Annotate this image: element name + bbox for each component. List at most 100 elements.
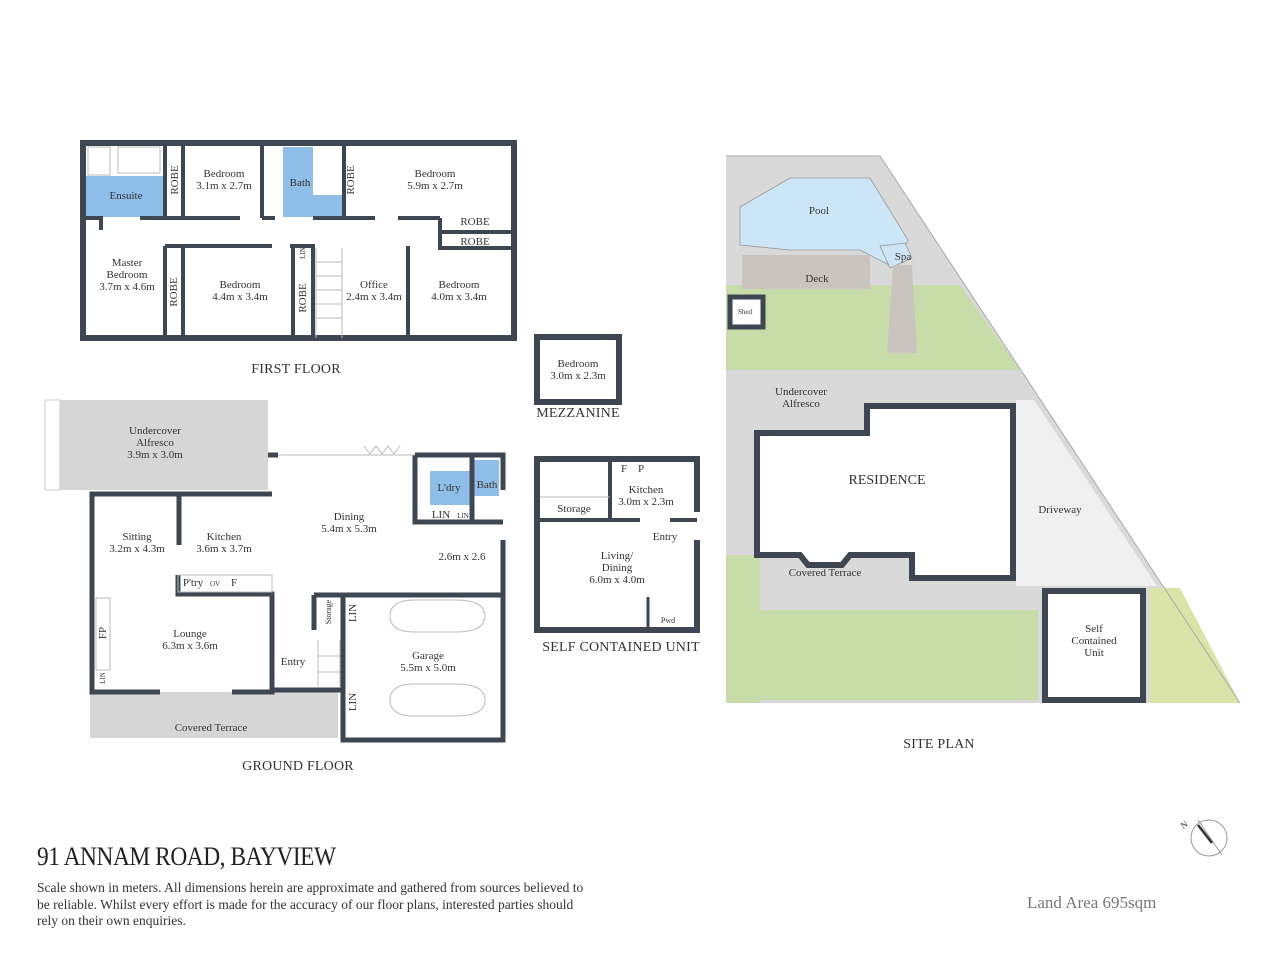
room-size: 4.4m x 3.4m <box>212 291 268 303</box>
room-size: 5.4m x 5.3m <box>321 523 377 535</box>
room-name: Dining <box>333 511 365 523</box>
room-robe: ROBE <box>460 216 489 228</box>
first-floor-label: FIRST FLOOR <box>251 362 341 377</box>
fireplace: FP <box>97 627 109 639</box>
room-ensuite: Ensuite <box>110 190 143 202</box>
room-robe: ROBE <box>460 236 489 248</box>
room-entry: Entry <box>281 656 305 668</box>
room-name: ROBE <box>345 165 357 195</box>
room-name: Storage <box>324 599 333 625</box>
room-bath: Bath <box>477 479 498 491</box>
room-name: Bedroom <box>203 168 245 180</box>
room-name: Living/ Dining <box>600 550 634 574</box>
oven: OV <box>210 578 220 590</box>
compass-north-label: N <box>1179 819 1190 831</box>
room-name: P'try <box>182 577 204 589</box>
room-size: 2.6m x 2.6 <box>438 551 486 563</box>
ground-floor-plan <box>44 399 506 743</box>
site-spa: Spa <box>894 251 912 263</box>
site-covered-terrace: Covered Terrace <box>788 567 862 579</box>
room-name: Sitting <box>122 531 152 543</box>
room-bath: Bath <box>290 177 311 189</box>
room-lin: LIN <box>457 510 469 522</box>
fridge: F <box>621 463 627 475</box>
room-size: 5.9m x 2.7m <box>407 180 463 192</box>
room-size: 2.4m x 3.4m <box>346 291 402 303</box>
site-undercover-alfresco: Undercover Alfresco <box>775 386 827 410</box>
site-shed: Shed <box>738 308 752 316</box>
room-name: Ensuite <box>109 190 143 202</box>
disclaimer-text: Scale shown in meters. All dimensions he… <box>37 880 584 928</box>
room-name: Kitchen <box>206 531 242 543</box>
room-lin: LIN <box>97 672 109 684</box>
room-name: Storage <box>557 503 591 515</box>
self-contained-unit-plan <box>534 456 700 633</box>
room-lin: LIN <box>432 509 450 521</box>
pantry: P <box>638 463 644 475</box>
room-name: Entry <box>652 531 678 543</box>
room-robe: ROBE <box>168 277 180 306</box>
site-driveway: Driveway <box>1038 504 1082 516</box>
mezzanine-label: MEZZANINE <box>536 406 620 421</box>
room-size: 6.0m x 4.0m <box>589 574 645 586</box>
room-name: Garage <box>412 650 444 662</box>
room-size: 3.2m x 4.3m <box>109 543 165 555</box>
fridge: F <box>231 577 237 589</box>
room-name: ROBE <box>460 216 490 228</box>
land-area: Land Area 695sqm <box>1027 893 1157 912</box>
room-name: Bedroom <box>219 279 261 291</box>
room-name: Kitchen <box>628 484 664 496</box>
room-size: 5.5m x 5.0m <box>400 662 456 674</box>
room-name: OV <box>209 580 221 588</box>
room-name: LIN <box>431 509 451 521</box>
room-lin: LIN <box>347 604 359 622</box>
room-name: Covered Terrace <box>174 722 248 734</box>
room-name: LIN <box>347 692 359 712</box>
mezzanine-plan <box>534 334 622 405</box>
room-storage: Storage <box>557 503 591 515</box>
room-name: Bath <box>476 479 498 491</box>
room-name: Bedroom <box>414 168 456 180</box>
room-size: 3.1m x 2.7m <box>196 180 252 192</box>
room-laundry: L'dry <box>437 482 460 494</box>
room-name: LIN <box>99 672 107 684</box>
room-name: Bedroom <box>557 358 599 370</box>
room-size: 4.0m x 3.4m <box>431 291 487 303</box>
room-name: FP <box>97 626 109 640</box>
ground-floor-label: GROUND FLOOR <box>242 759 354 774</box>
room-name: ROBE <box>168 277 180 307</box>
first-floor-plan <box>80 140 517 341</box>
site-self-contained-unit: Self Contained Unit <box>1071 623 1117 659</box>
room-robe: ROBE <box>345 165 357 194</box>
room-name: LIN <box>347 603 359 623</box>
room-name: ROBE <box>169 165 181 195</box>
room-name: Pwd <box>660 616 676 625</box>
room-name: Lounge <box>173 628 207 640</box>
room-powder: Pwd <box>661 615 675 627</box>
room-lin: LIN <box>297 247 309 259</box>
room-storage: Storage <box>323 600 335 624</box>
room-name: Master Bedroom <box>106 257 148 281</box>
room-name: Bath <box>289 177 311 189</box>
room-size: 6.3m x 3.6m <box>162 640 218 652</box>
room-name: LIN <box>299 247 307 259</box>
room-name: Undercover Alfresco <box>129 425 181 449</box>
room-pantry: P'try <box>183 577 203 589</box>
room-entry: Entry <box>653 531 677 543</box>
property-address-title: 91 ANNAM ROAD, BAYVIEW <box>37 842 336 871</box>
room-name: ROBE <box>297 283 309 313</box>
room-name: P <box>637 463 645 475</box>
